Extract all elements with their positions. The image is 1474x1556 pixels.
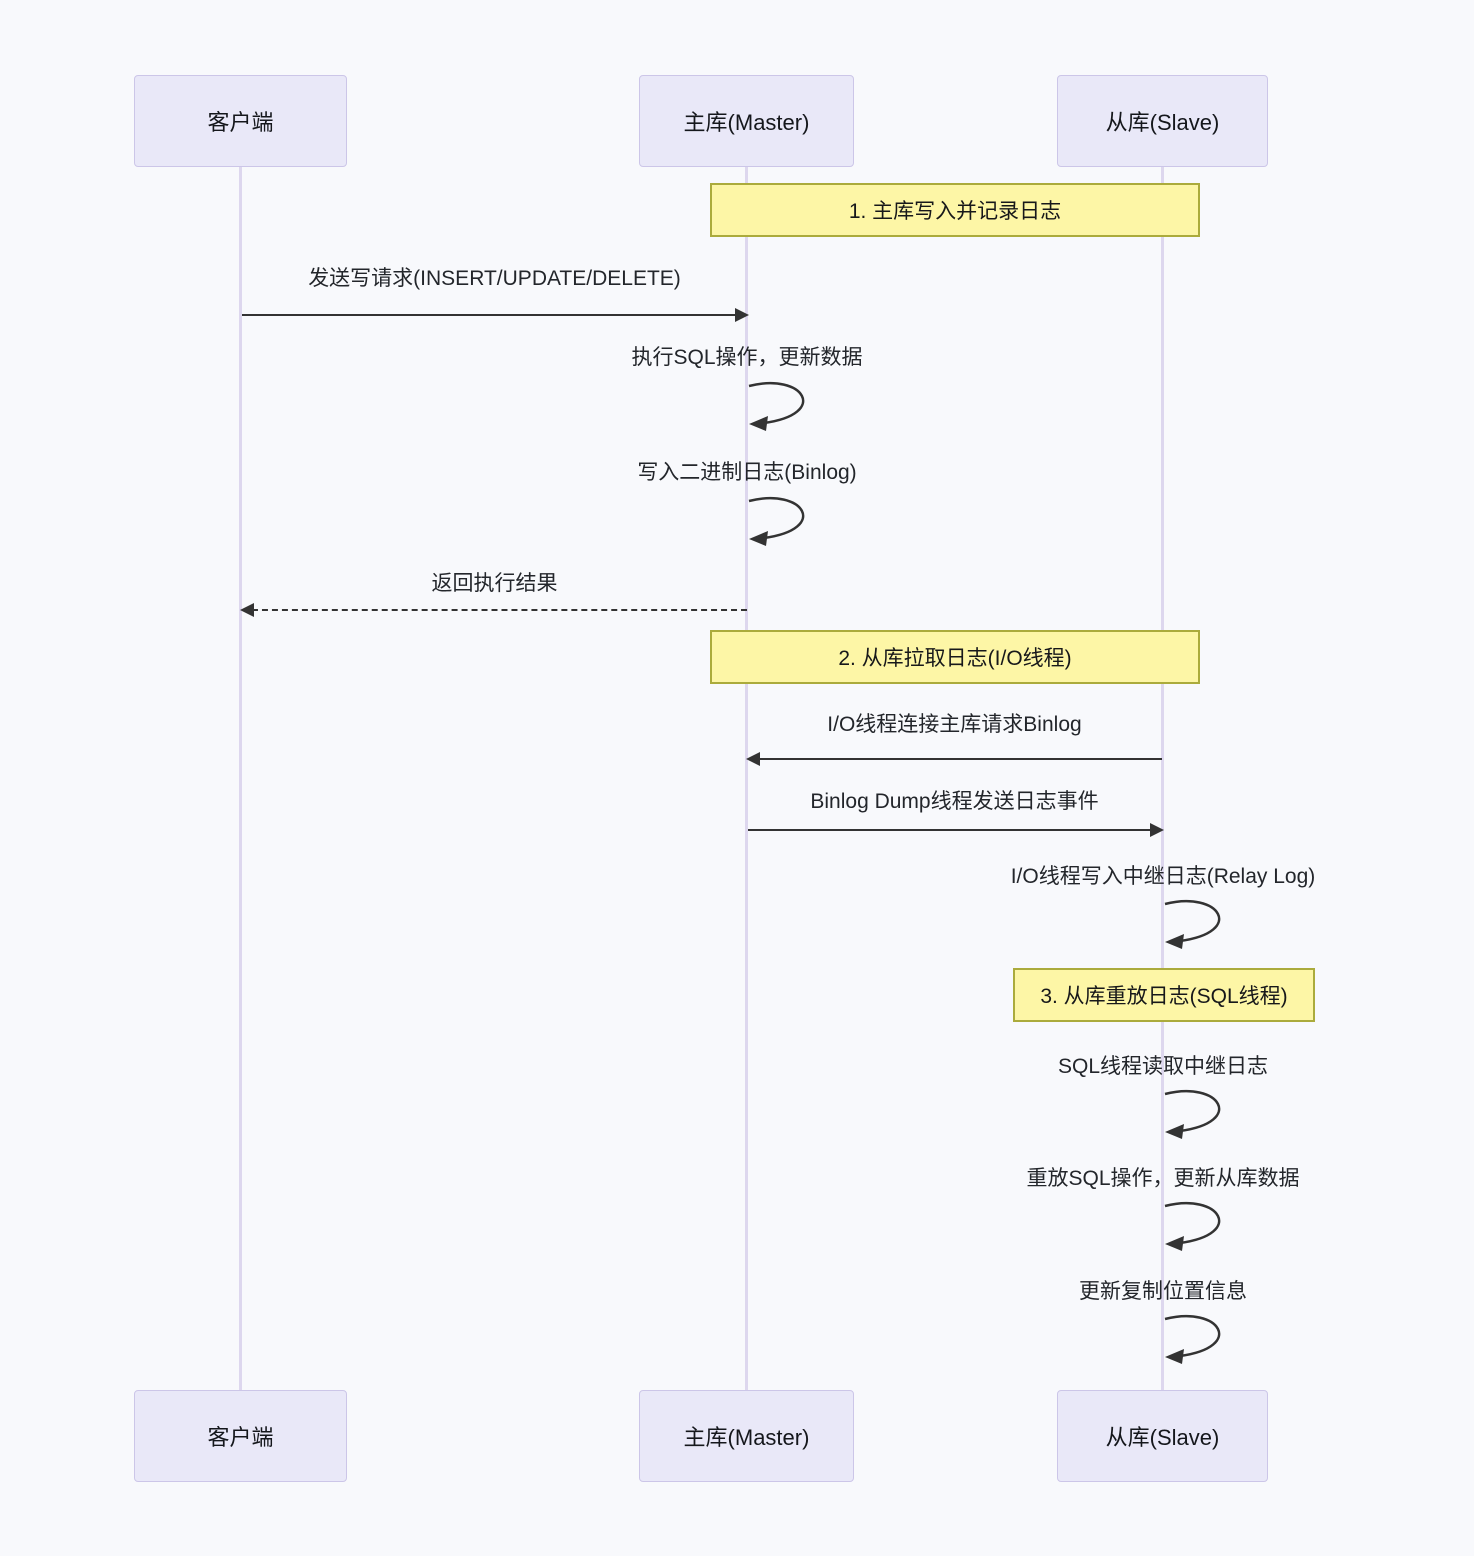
message-label: 发送写请求(INSERT/UPDATE/DELETE) bbox=[308, 267, 681, 290]
message-label: I/O线程写入中继日志(Relay Log) bbox=[1010, 865, 1316, 888]
actor-master-top: 主库(Master) bbox=[639, 75, 854, 167]
actor-master-label: 主库(Master) bbox=[683, 110, 810, 135]
self-loop-icon bbox=[746, 380, 830, 434]
message-label: 重放SQL操作，更新从库数据 bbox=[1026, 1167, 1300, 1190]
actor-client-top: 客户端 bbox=[134, 75, 347, 167]
self-loop-icon bbox=[1162, 1313, 1246, 1367]
arrowhead-left-icon bbox=[240, 603, 254, 617]
note-2-label: 2. 从库拉取日志(I/O线程) bbox=[838, 647, 1072, 670]
actor-master-bottom: 主库(Master) bbox=[639, 1390, 854, 1482]
arrowhead-left-icon bbox=[746, 752, 760, 766]
actor-slave-bottom: 从库(Slave) bbox=[1057, 1390, 1268, 1482]
message-label: 返回执行结果 bbox=[431, 572, 558, 595]
message-arrow bbox=[748, 823, 1164, 837]
message-label: I/O线程连接主库请求Binlog bbox=[827, 713, 1082, 736]
message-arrow-dashed bbox=[240, 603, 747, 617]
message-arrow bbox=[746, 752, 1162, 766]
note-1-label: 1. 主库写入并记录日志 bbox=[848, 200, 1062, 223]
message-arrow bbox=[242, 308, 749, 322]
self-loop-icon bbox=[1162, 1088, 1246, 1142]
lifeline-slave bbox=[1161, 167, 1164, 1390]
actor-slave-label: 从库(Slave) bbox=[1105, 1425, 1220, 1450]
note-1-master-writes-log: 1. 主库写入并记录日志 bbox=[710, 183, 1200, 237]
actor-slave-label: 从库(Slave) bbox=[1105, 110, 1220, 135]
message-label: 更新复制位置信息 bbox=[1079, 1280, 1247, 1303]
self-loop-icon bbox=[1162, 898, 1246, 952]
message-label: 执行SQL操作，更新数据 bbox=[631, 346, 863, 369]
lifeline-master bbox=[745, 167, 748, 1390]
note-3-label: 3. 从库重放日志(SQL线程) bbox=[1040, 985, 1288, 1008]
self-loop-icon bbox=[746, 495, 830, 549]
note-3-slave-replays-log: 3. 从库重放日志(SQL线程) bbox=[1013, 968, 1315, 1022]
message-label: Binlog Dump线程发送日志事件 bbox=[810, 790, 1099, 813]
actor-client-label: 客户端 bbox=[207, 110, 274, 135]
note-2-slave-pulls-log: 2. 从库拉取日志(I/O线程) bbox=[710, 630, 1200, 684]
actor-client-label: 客户端 bbox=[207, 1425, 274, 1450]
message-label: SQL线程读取中继日志 bbox=[1057, 1055, 1269, 1078]
actor-client-bottom: 客户端 bbox=[134, 1390, 347, 1482]
actor-slave-top: 从库(Slave) bbox=[1057, 75, 1268, 167]
lifeline-client bbox=[239, 167, 242, 1390]
actor-master-label: 主库(Master) bbox=[683, 1425, 810, 1450]
message-label: 写入二进制日志(Binlog) bbox=[637, 461, 857, 484]
self-loop-icon bbox=[1162, 1200, 1246, 1254]
arrowhead-right-icon bbox=[735, 308, 749, 322]
arrowhead-right-icon bbox=[1150, 823, 1164, 837]
